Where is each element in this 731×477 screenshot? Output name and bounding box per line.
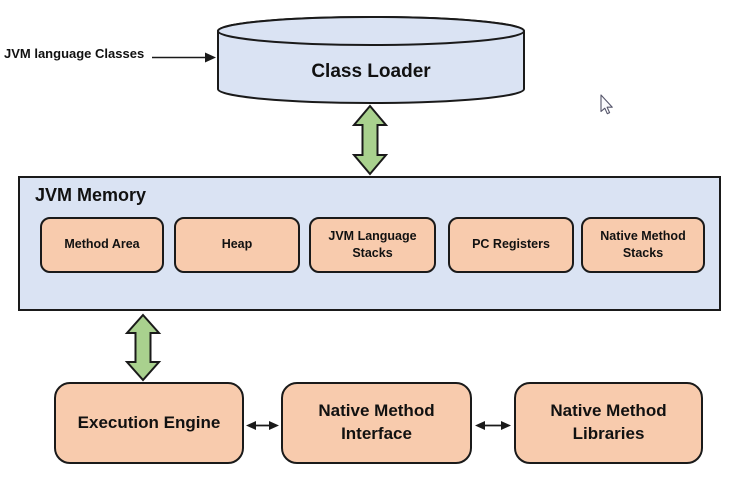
pc-registers-box: PC Registers <box>448 217 574 273</box>
execution-engine-box: Execution Engine <box>54 382 244 464</box>
bidirectional-arrow-memory-engine-icon <box>124 313 162 382</box>
jvm-language-classes-label: JVM language Classes <box>4 46 145 61</box>
bidirectional-arrow-classloader-memory-icon <box>351 104 389 176</box>
jvm-memory-container: JVM Memory Method Area Heap JVM Language… <box>18 176 721 311</box>
mouse-cursor-icon <box>600 94 613 115</box>
method-area-box: Method Area <box>40 217 164 273</box>
class-loader-label: Class Loader <box>311 61 431 82</box>
native-method-interface-box: Native Method Interface <box>281 382 472 464</box>
input-arrow-icon <box>152 52 216 63</box>
class-loader-cylinder <box>217 16 525 104</box>
jvm-language-stacks-box: JVM Language Stacks <box>309 217 436 273</box>
heap-box: Heap <box>174 217 300 273</box>
native-method-libraries-box: Native Method Libraries <box>514 382 703 464</box>
jvm-memory-title: JVM Memory <box>35 185 147 205</box>
bidirectional-arrow-engine-interface-icon <box>246 421 279 430</box>
bidirectional-arrow-interface-libraries-icon <box>475 421 511 430</box>
native-method-stacks-box: Native Method Stacks <box>581 217 705 273</box>
